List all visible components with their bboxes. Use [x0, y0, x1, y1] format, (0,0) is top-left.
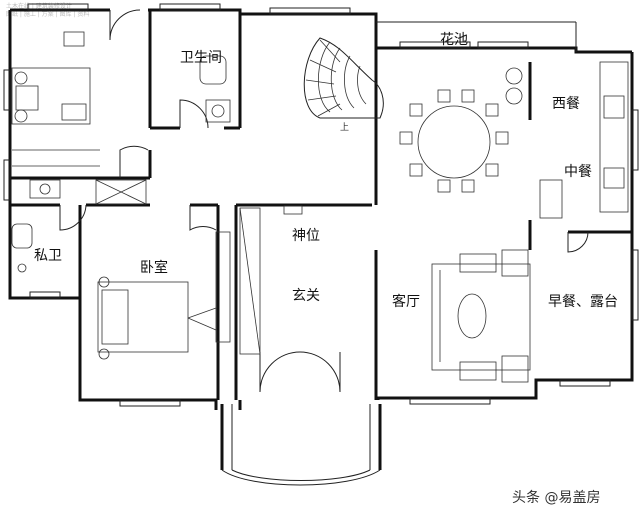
watermark-line-2: 图纸 | 施工 | 方案 | 图库 | 资料 [6, 11, 90, 18]
label-woshi: 卧室 [140, 259, 168, 276]
label-xican: 西餐 [552, 96, 580, 112]
label-huachi: 花池 [440, 32, 468, 48]
corridor-cabinets [239, 205, 303, 355]
bedroom-furniture [97, 231, 231, 360]
staircase: 上 [303, 37, 384, 133]
watermark-line-1: 土木在线 | 建筑装修设计 [6, 3, 72, 10]
room-labels: 花池 西餐 中餐 卫生间 私卫 卧室 神位 玄关 客厅 早餐、露台 [34, 32, 618, 310]
label-zaocan: 早餐、露台 [548, 294, 618, 310]
dining-table [399, 67, 523, 193]
kitchen-counter [539, 61, 629, 219]
label-siwei: 私卫 [34, 248, 62, 264]
entrance-porch [220, 404, 382, 486]
stair-up-label: 上 [340, 122, 349, 133]
credit-text: 头条 @易盖房 [512, 490, 601, 506]
label-weishengjian: 卫生间 [180, 50, 222, 66]
label-shenwei: 神位 [292, 228, 320, 244]
watermark: 土木在线 | 建筑装修设计 图纸 | 施工 | 方案 | 图库 | 资料 [6, 3, 156, 19]
living-sofa [431, 249, 531, 383]
study-furniture [11, 31, 100, 167]
label-xuanguan: 玄关 [292, 287, 320, 304]
interior-walls [10, 10, 632, 400]
label-keting: 客厅 [392, 293, 420, 310]
doors [59, 9, 589, 393]
label-zhongcan: 中餐 [564, 164, 592, 180]
private-bath-fixtures [11, 179, 147, 273]
windows [3, 3, 639, 407]
wc-fixtures [199, 55, 231, 123]
outer-walls [8, 8, 634, 410]
